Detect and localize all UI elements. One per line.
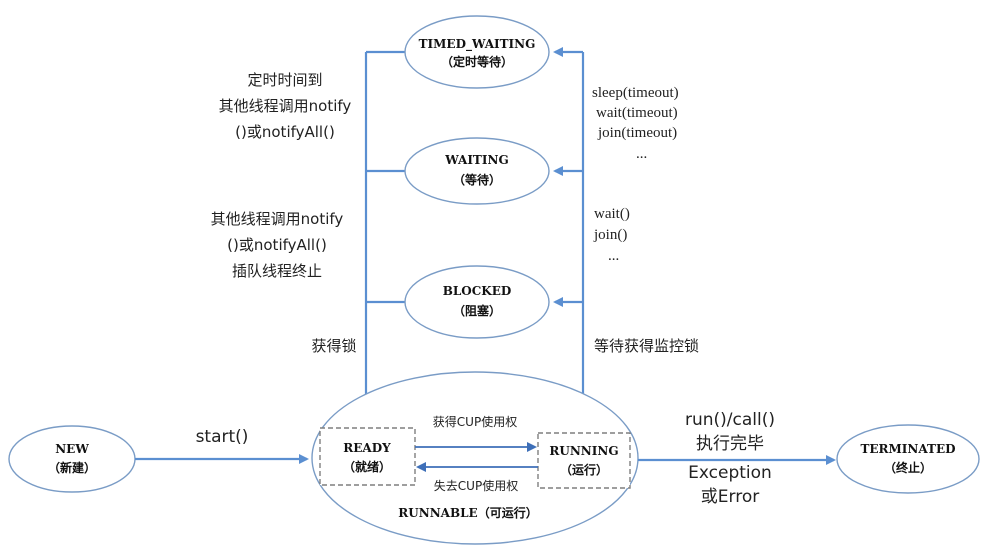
start-label: start() — [196, 427, 249, 447]
timed-waiting-name: TIMED_WAITING — [419, 37, 536, 52]
start-transition: start() — [135, 427, 309, 464]
left-timed-1: 定时时间到 — [247, 71, 322, 89]
state-new: NEW （新建） — [8, 425, 136, 493]
terminate-transition: run()/call() 执行完毕 Exception 或Error — [638, 410, 836, 507]
left-wait-1: 其他线程调用notify — [211, 210, 344, 228]
runnable-name: RUNNABLE（可运行） — [398, 505, 537, 520]
state-running: RUNNING （运行） — [537, 432, 631, 489]
right-monitor: 等待获得监控锁 — [594, 337, 699, 355]
state-timed-waiting: TIMED_WAITING （定时等待） — [404, 15, 550, 89]
cpu-transitions: 获得CUP使用权 失去CUP使用权 — [415, 414, 538, 493]
running-name: RUNNING — [549, 444, 618, 458]
right-connector — [553, 47, 585, 425]
right-timed-3: join(timeout) — [597, 125, 677, 141]
left-timed-2: 其他线程调用notify — [219, 97, 352, 115]
right-timed-2: wait(timeout) — [596, 105, 678, 121]
left-lock: 获得锁 — [311, 337, 356, 355]
right-timed-1: sleep(timeout) — [592, 85, 679, 101]
right-wait-2: join() — [593, 227, 627, 243]
state-blocked: BLOCKED （阻塞） — [404, 265, 550, 339]
new-cn: （新建） — [48, 460, 96, 475]
lose-cpu-label: 失去CUP使用权 — [434, 478, 518, 493]
blocked-cn: （阻塞） — [453, 303, 501, 318]
get-cpu-label: 获得CUP使用权 — [433, 414, 517, 429]
blocked-name: BLOCKED — [443, 284, 512, 298]
left-timed-3: ()或notifyAll() — [235, 123, 335, 141]
timed-waiting-cn: （定时等待） — [441, 54, 513, 69]
state-runnable: RUNNABLE（可运行） — [311, 371, 639, 545]
state-terminated: TERMINATED （终止） — [836, 424, 980, 494]
ready-cn: （就绪） — [343, 459, 391, 474]
left-wait-3: 插队线程终止 — [232, 262, 322, 280]
end-label-1: run()/call() — [685, 410, 775, 430]
left-wait-2: ()或notifyAll() — [227, 236, 327, 254]
right-timed-4: ... — [636, 146, 647, 162]
state-ready: READY （就绪） — [319, 427, 416, 486]
end-label-4: 或Error — [701, 487, 759, 507]
ready-name: READY — [343, 441, 391, 455]
end-label-2: 执行完毕 — [696, 434, 764, 454]
left-connector — [361, 50, 405, 430]
right-wait-3: ... — [608, 248, 619, 264]
waiting-name: WAITING — [444, 153, 508, 167]
terminated-name: TERMINATED — [860, 442, 955, 456]
state-waiting: WAITING （等待） — [404, 137, 550, 205]
running-cn: （运行） — [560, 462, 608, 477]
terminated-cn: （终止） — [884, 460, 932, 475]
end-label-3: Exception — [688, 463, 772, 483]
right-labels: sleep(timeout) wait(timeout) join(timeou… — [592, 85, 699, 355]
left-labels: 定时时间到 其他线程调用notify ()或notifyAll() 其他线程调用… — [211, 71, 357, 355]
waiting-cn: （等待） — [453, 172, 501, 187]
right-wait-1: wait() — [594, 206, 630, 222]
new-name: NEW — [55, 442, 89, 456]
